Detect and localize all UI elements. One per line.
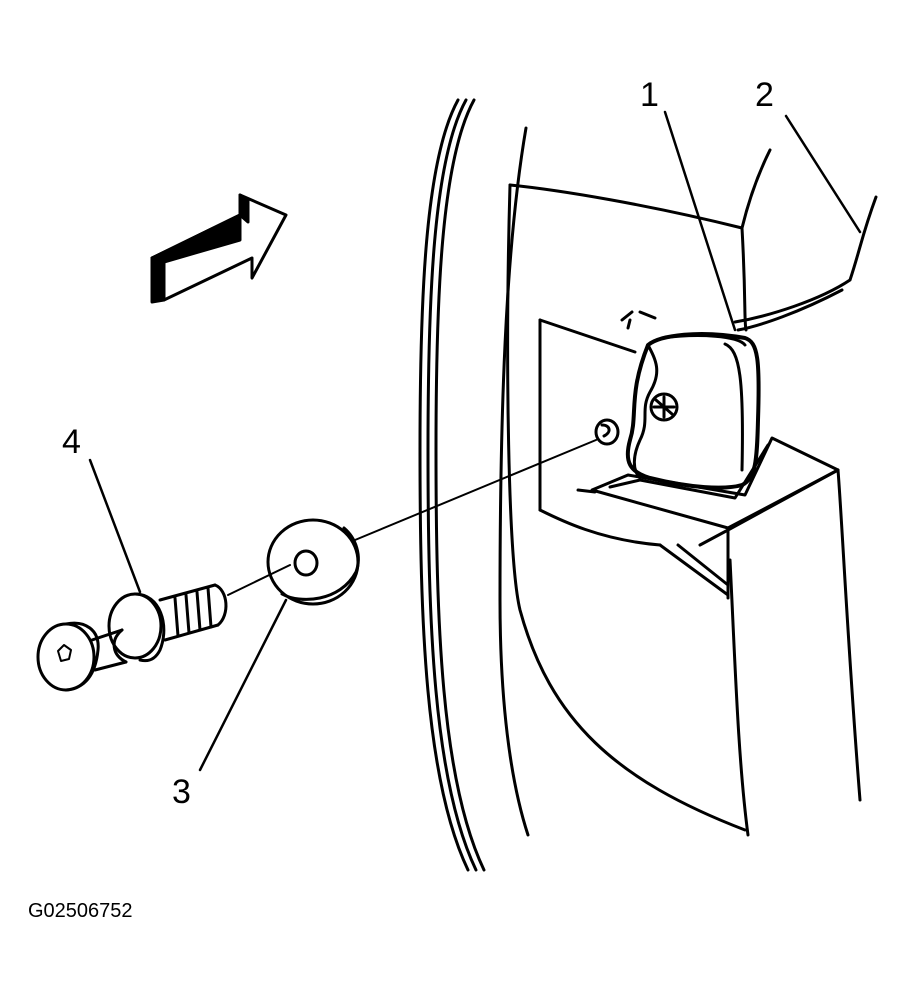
- striker-base: [590, 436, 862, 802]
- striker-bolt: [36, 583, 228, 692]
- striker-mounting-plate: [538, 318, 730, 600]
- leader-line-2: [784, 114, 862, 234]
- striker-block: [620, 310, 761, 490]
- view-direction-arrow: [150, 193, 288, 304]
- striker-screw-head: [649, 392, 679, 422]
- callout-1-striker: 1: [640, 76, 659, 114]
- threaded-hole: [594, 418, 620, 446]
- leader-line-3: [198, 598, 288, 772]
- leader-line-4: [88, 458, 142, 594]
- alignment-line: [227, 439, 597, 596]
- weatherstrip: [733, 195, 878, 332]
- door-frame-curves: [418, 98, 530, 872]
- figure-id: G02506752: [28, 900, 133, 922]
- spacer-washer: [266, 518, 360, 606]
- pillar-panel: [506, 148, 772, 837]
- callout-3-spacer: 3: [172, 773, 191, 811]
- leader-line-1: [663, 110, 737, 332]
- callout-2-weatherstrip: 2: [755, 76, 774, 114]
- leader-lines: [88, 110, 862, 772]
- callout-4-bolt: 4: [62, 423, 81, 461]
